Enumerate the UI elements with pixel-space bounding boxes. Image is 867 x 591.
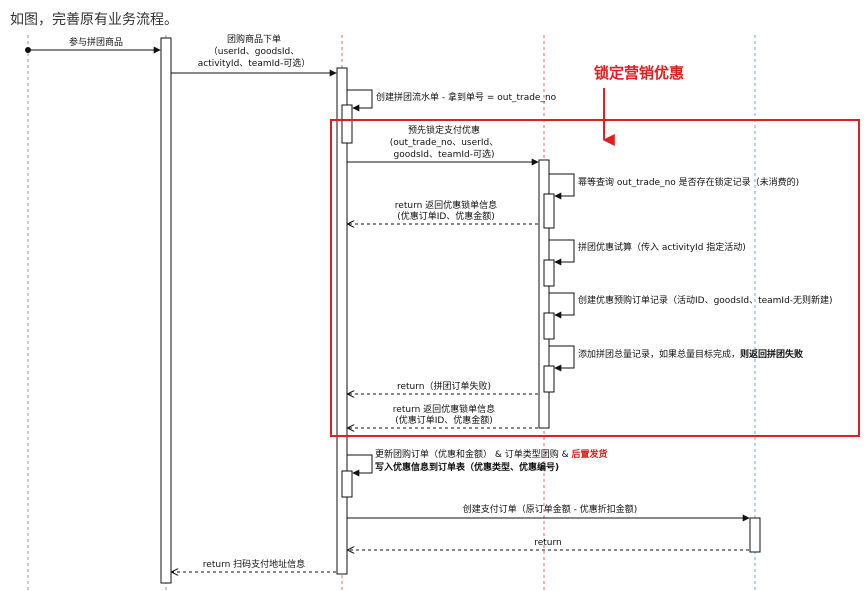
- label-add-total-bold: 则返回拼团失败: [740, 348, 804, 360]
- self-call-create-flow: [347, 89, 373, 112]
- lock-discount-highlight-box: [330, 119, 860, 437]
- self-call-update-order: [347, 454, 373, 477]
- label-place-order-1: 团购商品下单: [227, 33, 281, 45]
- label-join-group-product: 参与拼团商品: [69, 36, 123, 48]
- label-return-lock-info-2b: (优惠订单ID、优惠金额): [395, 414, 493, 426]
- activation-trade-self1: [341, 104, 353, 144]
- activation-gb-self4: [543, 365, 555, 393]
- activation-gb-self2: [543, 259, 555, 287]
- activation-group-buy: [538, 159, 550, 429]
- label-add-total: 添加拼团总量记录，如果总量目标完成，则返回拼团失败: [578, 348, 804, 360]
- activation-frontend: [160, 37, 172, 584]
- label-update-order-line2: 写入优惠信息到订单表（优惠类型、优惠编号): [375, 461, 559, 473]
- label-create-pay-order: 创建支付订单（原订单金额 - 优惠折扣金额): [463, 503, 637, 515]
- page-header: 如图，完善原有业务流程。: [10, 12, 178, 28]
- label-idempotent-query: 幂等查询 out_trade_no 是否存在锁定记录（未消费的): [578, 176, 799, 188]
- label-prelock-2: (out_trade_no、userId、: [390, 138, 498, 148]
- label-place-order-3: activityId、teamId-可选）: [198, 57, 311, 69]
- self-call-trial-calc: [549, 239, 575, 266]
- label-create-prepurchase: 创建优惠预购订单记录（活动ID、goodsId、teamId-无则新建): [578, 294, 833, 306]
- label-trial-calc: 拼团优惠试算（传入 activityId 指定活动): [578, 241, 746, 253]
- label-prelock-3: goodsId、teamId-可选): [394, 148, 495, 160]
- self-call-create-prepurchase: [549, 292, 575, 319]
- label-add-total-normal: 添加拼团总量记录，如果总量目标完成，: [578, 348, 740, 360]
- label-return-scan-pay: return 扫码支付地址信息: [203, 558, 305, 570]
- label-prelock-1: 预先锁定支付优惠: [408, 124, 480, 136]
- self-call-idempotent-query: [549, 173, 575, 200]
- activation-gb-self1: [543, 193, 555, 229]
- label-update-order-line1: 更新团购订单（优惠和金额） & 订单类型团购 & 后置发货: [375, 448, 608, 460]
- label-update-order-red: 后置发货: [571, 448, 607, 460]
- self-call-add-total: [549, 345, 575, 372]
- label-return-group-fail: return（拼团订单失败): [397, 380, 491, 392]
- activation-trade-self2: [341, 470, 353, 498]
- label-return-lock-info-1b: (优惠订单ID、优惠金额): [397, 210, 495, 222]
- activation-trade: [336, 67, 348, 575]
- label-return-lock-info-1a: return 返回优惠锁单信息: [395, 199, 497, 211]
- callout-lock-discount: 锁定营销优惠: [594, 64, 684, 82]
- label-place-order-2: （userId、goodsId、: [209, 46, 300, 57]
- activation-pay: [749, 517, 761, 553]
- activation-gb-self3: [543, 312, 555, 340]
- label-return-lock-info-2a: return 返回优惠锁单信息: [393, 403, 495, 415]
- label-create-flow: 创建拼团流水单 - 拿到单号 = out_trade_no: [376, 91, 557, 103]
- label-return-pay: return: [534, 538, 562, 548]
- label-update-order-normal: 更新团购订单（优惠和金额） & 订单类型团购 &: [375, 448, 571, 460]
